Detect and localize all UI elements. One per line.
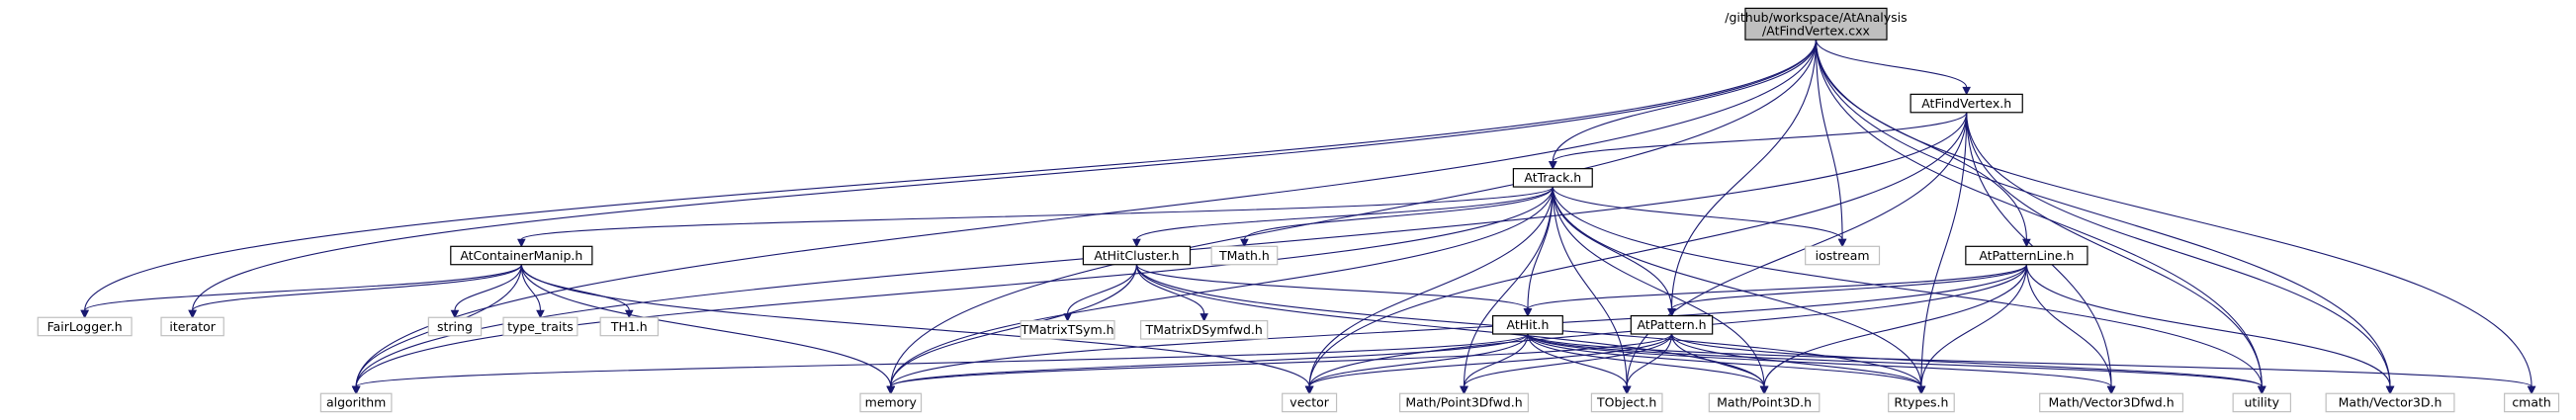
edge-atpattern_h-to-tobject_h	[1622, 333, 1673, 395]
node-cmath: cmath	[2504, 392, 2560, 413]
node-label: memory	[865, 395, 918, 410]
node-point3d-h: Math/Point3D.h	[1708, 392, 1821, 413]
nodes-layer: /github/workspace/AtAnalysis/AtFindVerte…	[37, 7, 2560, 413]
node-attrack-h[interactable]: AtTrack.h	[1512, 168, 1593, 188]
edge-atpattern_h-to-utility	[1670, 333, 2266, 395]
node-point3dfwd-h: Math/Point3Dfwd.h	[1399, 392, 1529, 413]
edge-atpatternline_h-to-memory	[886, 264, 2027, 395]
node-label: Math/Point3D.h	[1717, 395, 1812, 410]
edge-atpattern_h-to-point3dfwd_h	[1460, 333, 1673, 395]
node-label: TMatrixTSym.h	[1021, 322, 1114, 337]
edge-attrack_h-to-athitcluster_h	[1132, 186, 1554, 248]
node-label: iterator	[169, 319, 216, 334]
node-label: cmath	[2512, 395, 2551, 410]
edge-attrack_h-to-iostream	[1552, 186, 1847, 248]
edge-attrack_h-to-athit_h	[1523, 187, 1554, 317]
edge-athit_h-to-utility	[1527, 333, 2266, 395]
node-atfindvertex-h[interactable]: AtFindVertex.h	[1910, 93, 2023, 114]
node-vector3d-h: Math/Vector3D.h	[2325, 392, 2455, 413]
node-iostream: iostream	[1805, 245, 1881, 266]
node-label: AtTrack.h	[1524, 170, 1581, 185]
edge-atcontainermanip_h-to-iterator	[188, 264, 522, 319]
node-label: TMath.h	[1218, 248, 1270, 263]
edge-athit_h-to-algorithm	[351, 333, 1529, 395]
node-root[interactable]: /github/workspace/AtAnalysis/AtFindVerte…	[1725, 7, 1908, 41]
edge-athit_h-to-cmath	[1527, 333, 2536, 395]
edge-attrack_h-to-rtypes_h	[1552, 187, 1926, 395]
node-label: Math/Point3Dfwd.h	[1405, 395, 1522, 410]
node-label: AtPattern.h	[1637, 317, 1706, 332]
node-string: string	[427, 316, 483, 337]
edge-atcontainermanip_h-to-fairlogger_h	[80, 264, 522, 319]
node-memory: memory	[859, 392, 923, 413]
edge-attrack_h-to-point3d_h	[1552, 187, 1769, 395]
node-label: string	[437, 319, 473, 334]
edge-athitcluster_h-to-tmatrixdsymfwd_h	[1135, 264, 1208, 322]
edge-attrack_h-to-atpattern_h	[1552, 187, 1676, 317]
node-fairlogger-h: FairLogger.h	[37, 316, 133, 337]
node-label: algorithm	[326, 395, 386, 410]
node-type-traits: type_traits	[502, 316, 578, 337]
node-label: /AtFindVertex.cxx	[1762, 23, 1870, 38]
edge-atpatternline_h-to-vector3dfwd_h	[2025, 264, 2116, 395]
edge-atpatternline_h-to-point3d_h	[1759, 264, 2027, 395]
node-atpatternline-h[interactable]: AtPatternLine.h	[1965, 245, 2088, 266]
edge-attrack_h-to-atcontainermanip_h	[517, 186, 1554, 248]
node-tmath-h: TMath.h	[1210, 245, 1279, 266]
node-label: AtHitCluster.h	[1094, 248, 1179, 263]
node-atpattern-h[interactable]: AtPattern.h	[1630, 314, 1714, 335]
node-label: /github/workspace/AtAnalysis	[1725, 10, 1907, 25]
edge-atcontainermanip_h-to-string	[450, 264, 522, 319]
node-tobject-h: TObject.h	[1590, 392, 1663, 413]
node-label: AtFindVertex.h	[1921, 96, 2011, 111]
edge-atpattern_h-to-point3d_h	[1670, 333, 1769, 395]
edge-atpatternline_h-to-atpattern_h	[1667, 264, 2027, 317]
edge-root-to-attrack_h	[1549, 40, 1818, 170]
node-label: AtHit.h	[1506, 317, 1549, 332]
node-label: TObject.h	[1596, 395, 1656, 410]
node-algorithm: algorithm	[319, 392, 393, 413]
node-label: iostream	[1816, 248, 1870, 263]
node-label: Math/Vector3D.h	[2339, 395, 2443, 410]
node-atcontainermanip-h[interactable]: AtContainerManip.h	[450, 245, 593, 266]
node-vector3dfwd-h: Math/Vector3Dfwd.h	[2039, 392, 2184, 413]
edge-athit_h-to-point3dfwd_h	[1460, 333, 1529, 395]
edge-attrack_h-to-tmath_h	[1240, 186, 1554, 248]
edge-atfindvertex_h-to-rtypes_h	[1916, 112, 1968, 395]
node-label: utility	[2245, 395, 2280, 410]
edge-atfindvertex_h-to-attrack_h	[1549, 112, 1968, 170]
node-th1-h: TH1.h	[599, 316, 659, 337]
node-label: vector	[1289, 395, 1330, 410]
edge-atcontainermanip_h-to-type_traits	[520, 264, 545, 319]
edge-root-to-atfindvertex_h	[1815, 40, 1971, 96]
node-athitcluster-h[interactable]: AtHitCluster.h	[1082, 245, 1192, 266]
node-label: AtContainerManip.h	[460, 248, 582, 263]
node-label: FairLogger.h	[47, 319, 123, 334]
node-label: Math/Vector3Dfwd.h	[2049, 395, 2175, 410]
edge-root-to-utility	[1815, 40, 2266, 395]
node-vector: vector	[1282, 392, 1338, 413]
edges-layer	[80, 40, 2536, 395]
node-athit-h[interactable]: AtHit.h	[1492, 314, 1563, 335]
node-iterator: iterator	[160, 316, 224, 337]
node-tmatrixdsymfwd-h: TMatrixDSymfwd.h	[1140, 320, 1269, 340]
node-rtypes-h: Rtypes.h	[1888, 392, 1955, 413]
edge-athit_h-to-vector3dfwd_h	[1527, 333, 2116, 395]
edge-atpatternline_h-to-rtypes_h	[1916, 264, 2027, 395]
node-label: AtPatternLine.h	[1979, 248, 2074, 263]
edge-athit_h-to-rtypes_h	[1527, 333, 1926, 395]
edge-atpatternline_h-to-vector3d_h	[2025, 264, 2395, 395]
node-tmatrixtsym-h: TMatrixTSym.h	[1021, 320, 1115, 340]
edge-atpatternline_h-to-athit_h	[1523, 264, 2027, 317]
node-utility: utility	[2232, 392, 2291, 413]
node-label: TMatrixDSymfwd.h	[1144, 322, 1262, 337]
node-label: TH1.h	[610, 319, 648, 334]
node-label: type_traits	[507, 319, 574, 334]
node-label: Rtypes.h	[1894, 395, 1948, 410]
